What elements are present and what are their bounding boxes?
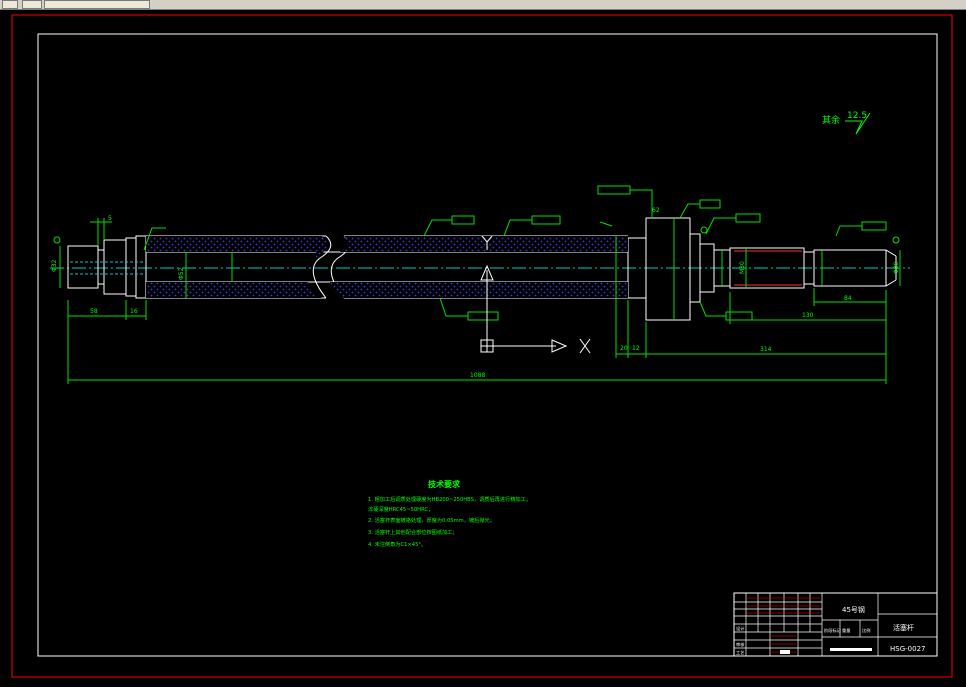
dim-small-c: 16 — [130, 308, 138, 315]
process-label: 工艺 — [736, 650, 744, 655]
left-collar — [103, 239, 127, 295]
sheet-border — [11, 14, 953, 678]
part-name: 活塞杆 — [893, 623, 914, 632]
tech-req-item: 4. 未注倒角为C1×45°。 — [368, 540, 426, 548]
tech-req-title: 技术要求 — [428, 479, 461, 489]
dim-thread-dia: M30 — [739, 261, 746, 274]
left-shoulder — [125, 237, 137, 297]
dim-left-end-length: 58 — [90, 308, 98, 315]
tolerance-frames — [53, 185, 900, 321]
roughness-symbol-icon — [845, 112, 871, 135]
right-end-segment — [813, 249, 887, 287]
scale-label: 比例 — [862, 627, 870, 634]
section-hatch — [146, 236, 628, 298]
stage-mark-label: 阶段标记 — [824, 627, 842, 634]
piston-rod-outline — [67, 217, 897, 321]
review-label: 审核 — [736, 641, 745, 648]
toolbar-button[interactable] — [44, 0, 150, 9]
tech-req-item: 2. 活塞杆表面镀铬处理，厚度为0.05mm，镀后抛光； — [368, 516, 495, 524]
drawing-number: HSG-0027 — [890, 645, 925, 653]
dim-left-dia: Φ32 — [51, 259, 58, 272]
break-line-left — [312, 235, 332, 299]
drawing-frame — [37, 33, 938, 657]
dim-right-dia: Φ30 — [893, 261, 900, 274]
dim-overall: 1088 — [470, 372, 485, 379]
ucs-axis-icon — [480, 235, 591, 354]
dim-flange-len: 62 — [652, 207, 660, 214]
left-neck — [97, 249, 105, 285]
dim-top-mark: 5 — [108, 215, 112, 222]
title-block-mark — [780, 650, 790, 654]
left-step — [135, 235, 147, 299]
technical-requirements: 技术要求 1. 粗加工后调质处理硬度为HB200~250HBS，调质后再进行精加… — [368, 479, 531, 548]
flange — [645, 217, 691, 321]
drawing-canvas[interactable]: 其余 12.5 — [0, 10, 966, 683]
design-label: 设计 — [736, 625, 744, 632]
tech-req-item: 淬硬深度HRC45~50HRC； — [368, 505, 433, 513]
title-block: 45号钢 活塞杆 HSG-0027 阶段标记 重量 比例 设计 审核 工艺 — [733, 592, 938, 657]
dim-small-a: 20 — [620, 345, 628, 352]
left-end-segment — [67, 245, 99, 289]
dim-rod-dia: Φ52 — [178, 267, 185, 280]
weight-label: 重量 — [842, 627, 850, 634]
title-block-bar — [830, 648, 872, 651]
surface-finish-label: 其余 — [822, 114, 840, 126]
cad-drawing: 其余 12.5 — [11, 14, 953, 678]
surface-finish-note: 其余 12.5 — [822, 111, 871, 135]
left-thread-hole — [70, 261, 146, 275]
tech-req-item: 3. 活塞杆上其他配合部位按图纸加工； — [368, 528, 458, 536]
tech-req-item: 1. 粗加工后调质处理硬度为HB200~250HBS，调质后再进行精加工； — [368, 495, 531, 503]
dimension-labels: 1088 314 130 84 58 16 20 12 5 62 Φ32 Φ52… — [51, 207, 900, 379]
dim-small-b: 12 — [632, 345, 640, 352]
application-toolbar — [0, 0, 966, 10]
dim-thread-length: 130 — [802, 312, 814, 319]
dim-right-span: 314 — [760, 346, 772, 353]
toolbar-button[interactable] — [2, 0, 18, 9]
thread-marks — [734, 250, 802, 286]
dim-right-end-length: 84 — [844, 295, 852, 302]
material-label: 45号钢 — [842, 605, 865, 614]
dimension-lines — [59, 189, 901, 384]
toolbar-button[interactable] — [22, 0, 42, 9]
surface-finish-value: 12.5 — [847, 111, 867, 121]
